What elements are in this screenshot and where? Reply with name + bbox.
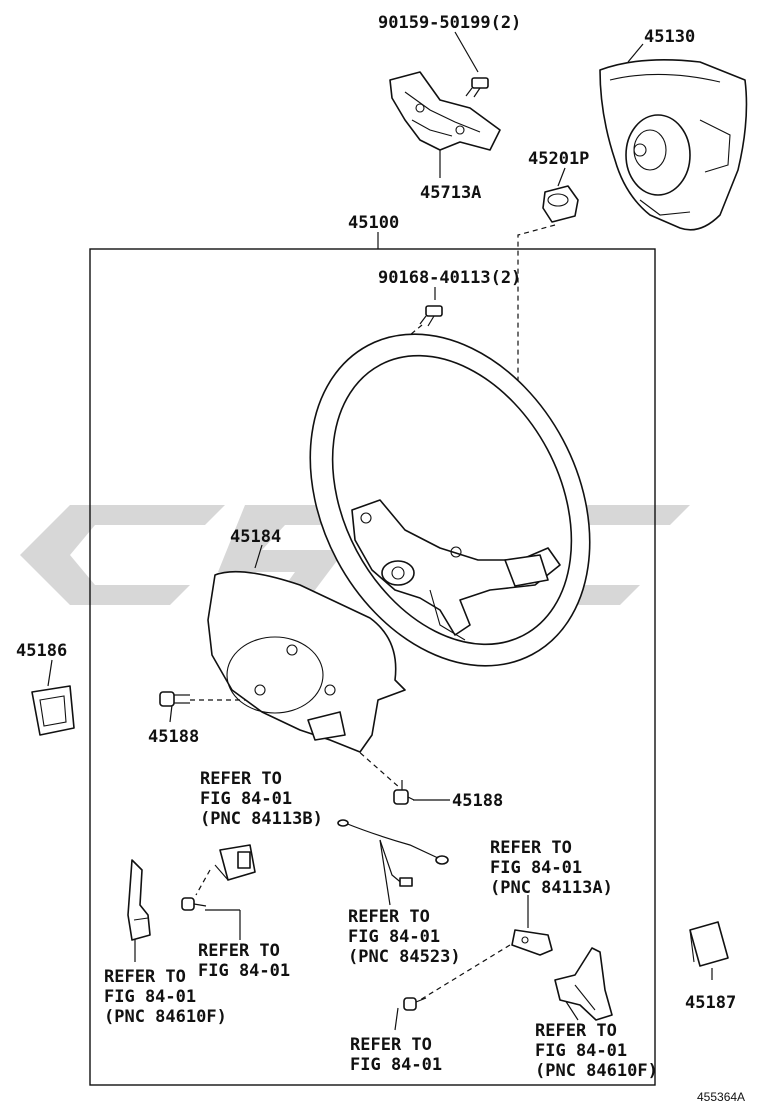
- nut-45201P-icon: [542, 185, 579, 223]
- diagram-code: 455364A: [697, 1090, 745, 1104]
- screw-bottom-icon: [403, 997, 427, 1011]
- ref-84523: REFER TO FIG 84-01 (PNC 84523): [348, 907, 461, 967]
- ref-84113B: REFER TO FIG 84-01 (PNC 84113B): [200, 769, 323, 829]
- ref-fig-84-01-b: REFER TO FIG 84-01: [350, 1035, 442, 1075]
- bracket-45713A-icon: [389, 71, 501, 151]
- screw-45188-upper-icon: [159, 691, 190, 707]
- ref-84610F-left: REFER TO FIG 84-01 (PNC 84610F): [104, 967, 227, 1027]
- label-45188-upper: 45188: [148, 727, 199, 747]
- ref-fig-84-01-a: REFER TO FIG 84-01: [198, 941, 290, 981]
- label-45184: 45184: [230, 527, 281, 547]
- paddle-shifter-right-icon: [554, 947, 613, 1021]
- pad-45186-icon: [31, 685, 75, 736]
- harness-84523-icon: [337, 819, 449, 887]
- ref-84610F-right: REFER TO FIG 84-01 (PNC 84610F): [535, 1021, 658, 1081]
- label-45201P: 45201P: [528, 149, 589, 169]
- label-45130: 45130: [644, 27, 695, 47]
- ref-84113A: REFER TO FIG 84-01 (PNC 84113A): [490, 838, 613, 898]
- label-45713A: 45713A: [420, 183, 481, 203]
- screw-small-icon: [181, 897, 207, 911]
- bolt-90159-icon: [465, 77, 489, 98]
- airbag-45130-icon: [599, 59, 748, 231]
- label-90159: 90159-50199(2): [378, 13, 521, 33]
- label-45100: 45100: [348, 213, 399, 233]
- paddle-shifter-left-icon: [127, 859, 151, 941]
- bolt-90168-icon: [419, 305, 443, 327]
- part-labels: 90159-50199(2) 45130 45713A 45201P 45100…: [16, 13, 745, 1104]
- assembly-frame-45100: [89, 248, 656, 1086]
- screw-45188-lower-icon: [393, 780, 415, 805]
- lower-cover-45184-icon: [207, 570, 406, 753]
- label-90168: 90168-40113(2): [378, 268, 521, 288]
- cap-45187-icon: [689, 921, 729, 967]
- label-45187: 45187: [685, 993, 736, 1013]
- label-45188-lower: 45188: [452, 791, 503, 811]
- reference-labels: REFER TO FIG 84-01 (PNC 84113B) REFER TO…: [104, 769, 658, 1081]
- switch-84113A-icon: [511, 929, 553, 956]
- steering-wheel-45100-icon: [309, 333, 591, 667]
- label-45186: 45186: [16, 641, 67, 661]
- switch-84113B-icon: [214, 844, 256, 881]
